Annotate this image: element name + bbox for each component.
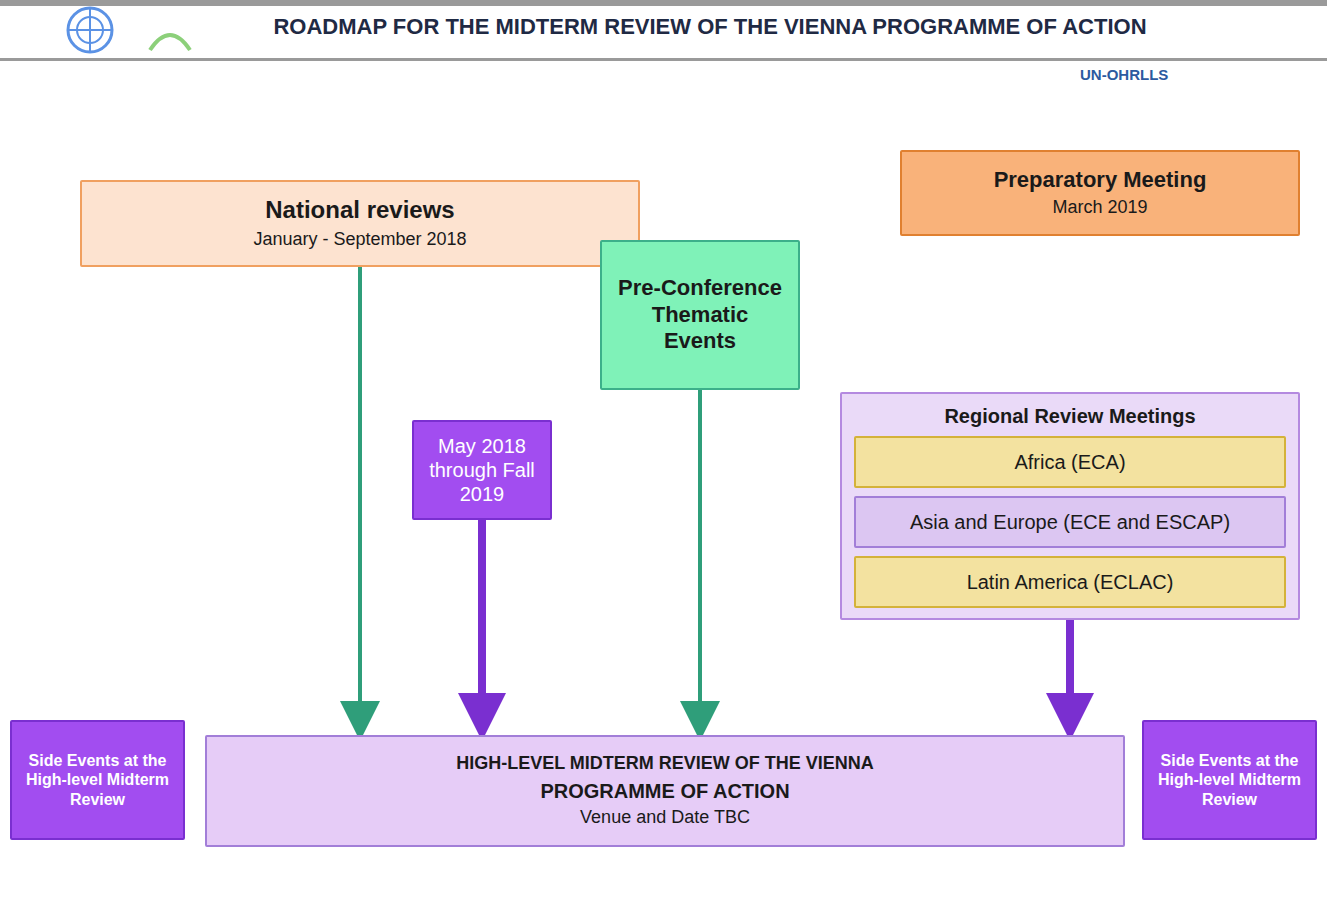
region-band: Africa (ECA) [854, 436, 1286, 488]
node-heading: Latin America (ECLAC) [967, 570, 1174, 594]
flow-arrow [698, 390, 702, 733]
flow-arrow [478, 520, 486, 733]
node-text: March 2019 [1052, 197, 1147, 219]
node-heading: National reviews [265, 196, 454, 225]
node-heading: May 2018 through Fall 2019 [426, 434, 538, 506]
flow-arrow [1066, 620, 1074, 733]
regional-panel: Regional Review MeetingsAfrica (ECA) Asia… [840, 392, 1300, 620]
review-box: National reviewsJanuary - September 2018 [80, 180, 640, 267]
side-events-box: Side Events at the High-level Midterm Re… [10, 720, 185, 840]
node-text: January - September 2018 [253, 229, 466, 251]
organisation-label: UN-OHRLLS [1080, 66, 1168, 83]
flow-arrow [358, 267, 362, 733]
diagram-title: ROADMAP FOR THE MIDTERM REVIEW OF THE VI… [210, 14, 1210, 40]
node-heading: Side Events at the High-level Midterm Re… [24, 751, 171, 809]
events-box: Pre-Conference Thematic Events [600, 240, 800, 390]
node-heading: Regional Review Meetings [944, 404, 1195, 428]
node-heading: Preparatory Meeting [994, 167, 1207, 193]
header-rule [0, 0, 1327, 6]
node-text: Venue and Date TBC [580, 807, 750, 829]
side-events-box: Side Events at the High-level Midterm Re… [1142, 720, 1317, 840]
node-heading: Side Events at the High-level Midterm Re… [1156, 751, 1303, 809]
date-box: May 2018 through Fall 2019 [412, 420, 552, 520]
node-text: PROGRAMME OF ACTION [540, 779, 789, 803]
region-band: Latin America (ECLAC) [854, 556, 1286, 608]
node-heading: HIGH-LEVEL MIDTERM REVIEW OF THE VIENNA [456, 753, 874, 775]
node-heading: Pre-Conference Thematic Events [614, 275, 786, 354]
un-emblem [68, 8, 190, 52]
meeting-box: Preparatory MeetingMarch 2019 [900, 150, 1300, 236]
header-rule [0, 58, 1327, 61]
node-heading: Asia and Europe (ECE and ESCAP) [910, 510, 1230, 534]
node-heading: Africa (ECA) [1014, 450, 1125, 474]
region-band: Asia and Europe (ECE and ESCAP) [854, 496, 1286, 548]
conference-box: HIGH-LEVEL MIDTERM REVIEW OF THE VIENNA P… [205, 735, 1125, 847]
